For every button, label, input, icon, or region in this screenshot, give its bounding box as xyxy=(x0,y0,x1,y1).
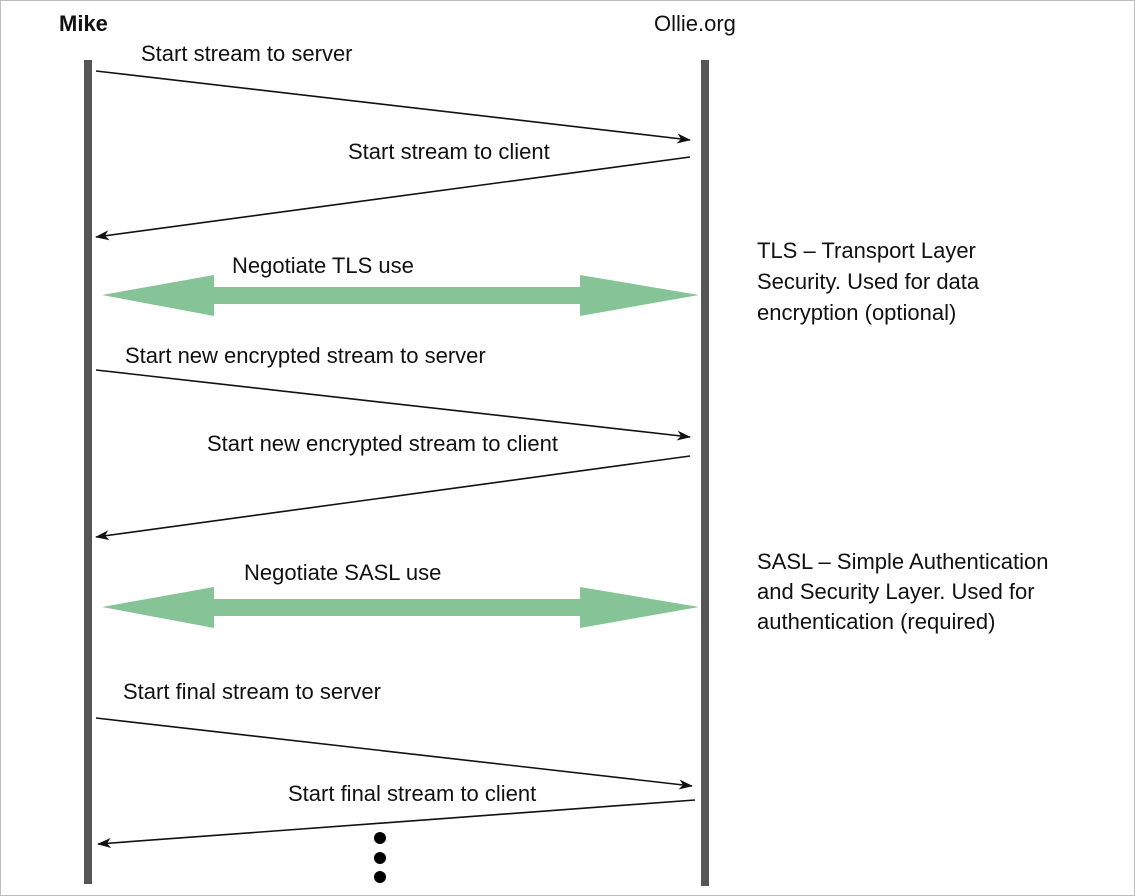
negotiate-sasl-label: Negotiate SASL use xyxy=(244,560,441,585)
message-label-5: Start final stream to server xyxy=(123,679,381,704)
sasl-note-line-2: and Security Layer. Used for xyxy=(757,579,1035,604)
message-arrow-5 xyxy=(95,717,693,790)
message-arrow-4 xyxy=(95,455,691,541)
ellipsis-dot xyxy=(374,832,386,844)
actor-ollie: Ollie.org xyxy=(654,11,736,36)
message-arrow-3 xyxy=(95,369,691,441)
message-label-1: Start stream to server xyxy=(141,41,353,66)
sasl-note-line-3: authentication (required) xyxy=(757,609,995,634)
negotiate-sasl-double-arrow xyxy=(102,587,699,628)
message-arrow-1 xyxy=(95,70,691,144)
message-label-6: Start final stream to client xyxy=(288,781,536,806)
lifeline-ollie xyxy=(701,60,709,886)
lifeline-mike xyxy=(84,60,92,884)
tls-note-line-3: encryption (optional) xyxy=(757,300,956,325)
tls-note-line-2: Security. Used for data xyxy=(757,269,980,294)
ellipsis-dot xyxy=(374,852,386,864)
message-arrow-6 xyxy=(97,799,696,849)
actor-mike: Mike xyxy=(59,11,108,36)
negotiate-tls-double-arrow xyxy=(102,275,699,316)
sasl-note-line-1: SASL – Simple Authentication xyxy=(757,549,1048,574)
message-label-2: Start stream to client xyxy=(348,139,550,164)
message-label-3: Start new encrypted stream to server xyxy=(125,343,486,368)
ellipsis-dot xyxy=(374,871,386,883)
message-label-4: Start new encrypted stream to client xyxy=(207,431,558,456)
negotiate-tls-label: Negotiate TLS use xyxy=(232,253,414,278)
tls-note-line-1: TLS – Transport Layer xyxy=(757,238,976,263)
continuation-ellipsis xyxy=(374,832,386,883)
message-arrow-2 xyxy=(95,156,691,241)
